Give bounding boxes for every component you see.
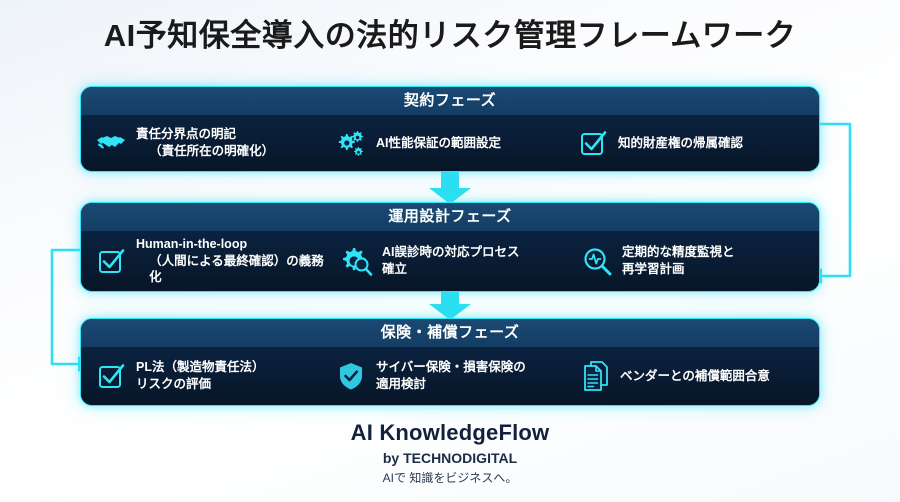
phase-item-line2: リスクの評価 bbox=[136, 377, 212, 391]
phase-item-line1: Human-in-the-loop bbox=[136, 236, 248, 251]
magnifier-pulse-icon bbox=[584, 248, 612, 276]
phase-item-line1: AI性能保証の範囲設定 bbox=[376, 135, 502, 150]
phase-item: AI性能保証の範囲設定 bbox=[331, 127, 573, 159]
phase-item: ベンダーとの補償範囲合意 bbox=[575, 360, 817, 392]
phase-items: 責任分界点の明記 （責任所在の明確化） AI性能保証の範囲設定 bbox=[81, 115, 819, 171]
phase-item-line1: サイバー保険・損害保険の bbox=[376, 360, 526, 375]
brand-name: AI KnowledgeFlow bbox=[350, 420, 550, 445]
phase-items: Human-in-the-loop （人間による最終確認）の義務化 AI誤診時の… bbox=[81, 231, 819, 291]
phase-card-insurance: 保険・補償フェーズ PL法（製造物責任法） リスクの評価 サイバー保険・損害保険… bbox=[80, 318, 820, 406]
checkbox-check-icon bbox=[99, 364, 125, 388]
checkbox-check-icon bbox=[581, 131, 607, 155]
gear-magnifier-icon bbox=[343, 248, 373, 276]
brand-tagline: AIで 知識をビジネスへ。 bbox=[382, 471, 518, 485]
phase-item-line1: 知的財産権の帰属確認 bbox=[618, 135, 744, 150]
checkbox-check-icon bbox=[99, 249, 125, 273]
documents-icon bbox=[584, 361, 608, 391]
phase-item-text: サイバー保険・損害保険の 適用検討 bbox=[376, 359, 526, 393]
phase-item-text: ベンダーとの補償範囲合意 bbox=[620, 368, 770, 385]
phase-item-line1: 責任分界点の明記 bbox=[136, 127, 237, 142]
phase-item-line2: 再学習計画 bbox=[622, 262, 685, 276]
footer-branding: AI KnowledgeFlow by TECHNODIGITAL AIで 知識… bbox=[0, 420, 900, 486]
phase-item: サイバー保険・損害保険の 適用検討 bbox=[331, 359, 575, 393]
phase-item-line2: （責任所在の明確化） bbox=[149, 144, 275, 158]
phase-item-line1: ベンダーとの補償範囲合意 bbox=[620, 368, 770, 383]
phase-heading: 保険・補償フェーズ bbox=[81, 319, 819, 347]
shield-check-icon bbox=[340, 363, 362, 390]
phase-item-line2: 確立 bbox=[382, 262, 408, 276]
phase-heading: 運用設計フェーズ bbox=[81, 203, 819, 231]
phase-item-line1: AI誤診時の対応プロセス bbox=[382, 245, 520, 260]
handshake-icon bbox=[97, 136, 125, 149]
phase-item-text: AI誤診時の対応プロセス 確立 bbox=[382, 244, 520, 278]
phase-heading: 契約フェーズ bbox=[81, 87, 819, 115]
phase-card-contract: 契約フェーズ 責任分界点の明記 （責任所在の明確化） bbox=[80, 86, 820, 172]
phase-item-line2: （人間による最終確認）の義務化 bbox=[149, 253, 324, 285]
phase-item-text: AI性能保証の範囲設定 bbox=[376, 135, 501, 152]
phase-item: AI誤診時の対応プロセス 確立 bbox=[337, 244, 577, 278]
phase-item-line1: PL法（製造物責任法） bbox=[136, 360, 265, 375]
phase-item-text: PL法（製造物責任法） リスクの評価 bbox=[136, 359, 264, 393]
phase-item-text: Human-in-the-loop （人間による最終確認）の義務化 bbox=[136, 236, 333, 287]
phase-item-text: 定期的な精度監視と 再学習計画 bbox=[622, 244, 735, 278]
page-title: AI予知保全導入の法的リスク管理フレームワーク bbox=[103, 18, 797, 53]
phase-item-text: 責任分界点の明記 （責任所在の明確化） bbox=[136, 126, 274, 160]
phase-item-line2: 適用検討 bbox=[376, 377, 427, 391]
phase-item: Human-in-the-loop （人間による最終確認）の義務化 bbox=[81, 236, 337, 287]
arrow-down-icon bbox=[429, 170, 471, 204]
phase-item-line1: 定期的な精度監視と bbox=[622, 245, 735, 260]
phase-items: PL法（製造物責任法） リスクの評価 サイバー保険・損害保険の 適用検討 bbox=[81, 347, 819, 405]
brand-byline: by TECHNODIGITAL bbox=[382, 450, 518, 466]
phase-item-text: 知的財産権の帰属確認 bbox=[618, 135, 743, 152]
phase-item: 知的財産権の帰属確認 bbox=[573, 127, 817, 159]
phase-card-operations: 運用設計フェーズ Human-in-the-loop （人間による最終確認）の義… bbox=[80, 202, 820, 292]
arrow-down-icon bbox=[429, 286, 471, 320]
gears-icon bbox=[338, 131, 364, 156]
phase-item: PL法（製造物責任法） リスクの評価 bbox=[81, 359, 331, 393]
phase-item: 定期的な精度監視と 再学習計画 bbox=[577, 244, 817, 278]
phase-item: 責任分界点の明記 （責任所在の明確化） bbox=[81, 126, 331, 160]
